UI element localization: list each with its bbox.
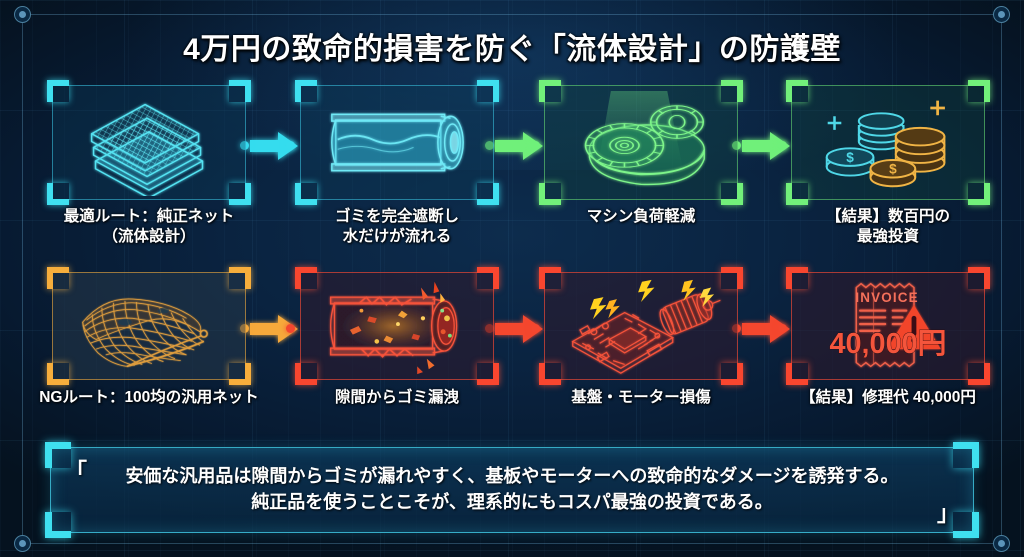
bracket-bl	[47, 183, 69, 205]
panel-repair-invoice[interactable]: INVOICE 40,000円 【結果】修理代 40,000円	[786, 267, 990, 406]
bracket-tl	[539, 267, 561, 289]
frame-line-bottom	[22, 543, 1002, 544]
bracket-tr	[721, 80, 743, 102]
connector-dot-d	[531, 141, 540, 150]
bracket-tr	[721, 267, 743, 289]
flow-arrow-3	[740, 129, 804, 163]
bracket-tr	[968, 80, 990, 102]
panel-caption: 基盤・モーター損傷	[571, 389, 711, 406]
close-quote: 」	[936, 501, 959, 526]
panel-clean-flow[interactable]: ゴミを完全遮断し 水だけが流れる	[295, 80, 499, 245]
fail-arrow-3	[740, 312, 804, 346]
connector-dot-l	[778, 324, 787, 333]
connector-dot-j	[531, 324, 540, 333]
leaking-debris-pipe-icon	[304, 276, 490, 376]
frame-line-right	[1001, 14, 1002, 544]
clean-water-pipe-icon	[304, 89, 490, 196]
corner-node-bottom-right	[993, 535, 1010, 552]
bracket-br	[229, 363, 251, 385]
connector-dot-e	[732, 141, 741, 150]
bracket-bl	[295, 183, 317, 205]
summary-bracket-bl	[45, 512, 71, 538]
frame-line-top	[22, 14, 1002, 15]
summary-bracket-tl	[45, 442, 71, 468]
connector-dot-b	[286, 141, 295, 150]
corner-node-bottom-left	[14, 535, 31, 552]
bracket-tr	[477, 80, 499, 102]
connector-dot-f	[778, 141, 787, 150]
open-quote: 「	[65, 459, 88, 484]
bracket-bl	[295, 363, 317, 385]
panel-caption: 隙間からゴミ漏洩	[334, 389, 459, 406]
gears-machine-icon	[548, 89, 734, 196]
page-title: 4万円の致命的損害を防ぐ「流体設計」の防護壁	[183, 33, 841, 66]
panel-optimal-net[interactable]: 最適ルート：純正ネット （流体設計）	[47, 80, 251, 245]
mesh-filter-stack-icon	[56, 89, 242, 196]
svg-text:$: $	[846, 150, 854, 165]
bracket-bl	[539, 183, 561, 205]
fail-arrow-1	[248, 312, 312, 346]
fail-arrow-2	[493, 312, 557, 346]
panel-debris-leak[interactable]: 隙間からゴミ漏洩	[295, 267, 499, 406]
panel-caption: ゴミを完全遮断し 水だけが流れる	[334, 208, 459, 245]
bracket-tr	[229, 80, 251, 102]
panel-machine-load[interactable]: マシン負荷軽減	[539, 80, 743, 225]
bracket-br	[721, 363, 743, 385]
coins-stack-icon: $	[795, 89, 981, 196]
invoice-header-text: INVOICE	[855, 290, 918, 305]
bracket-bl	[539, 363, 561, 385]
connector-dot-h	[286, 324, 295, 333]
bracket-br	[968, 183, 990, 205]
corner-node-top-left	[14, 6, 31, 23]
summary-bracket-tr	[953, 442, 979, 468]
connector-dot-c	[485, 141, 494, 150]
flow-arrow-1	[248, 129, 312, 163]
bracket-tl	[295, 80, 317, 102]
generic-net-wireframe-icon	[56, 276, 242, 376]
corner-node-top-right	[993, 6, 1010, 23]
connector-dot-a	[240, 141, 249, 150]
summary-text: 安価な汎用品は隙間からゴミが漏れやすく、基板やモーターへの致命的なダメージを誘発…	[77, 456, 947, 524]
summary-box: 「 」 安価な汎用品は隙間からゴミが漏れやすく、基板やモーターへの致命的なダメー…	[45, 442, 979, 538]
bracket-bl	[786, 363, 808, 385]
bracket-br	[229, 183, 251, 205]
bracket-tl	[786, 267, 808, 289]
frame-line-left	[22, 14, 23, 544]
bracket-tr	[477, 267, 499, 289]
panel-generic-net[interactable]: NGルート：100均の汎用ネット	[39, 267, 259, 406]
flow-arrow-2	[493, 129, 557, 163]
panel-best-investment[interactable]: $	[786, 80, 990, 245]
bracket-bl	[47, 363, 69, 385]
panel-caption: 【結果】修理代 40,000円	[800, 389, 976, 406]
panel-caption: NGルート：100均の汎用ネット	[39, 389, 259, 406]
bracket-tl	[295, 267, 317, 289]
bracket-bl	[786, 183, 808, 205]
panel-caption: マシン負荷軽減	[586, 208, 696, 225]
invoice-warning-icon: INVOICE 40,000円	[795, 276, 981, 376]
panel-caption: 最適ルート：純正ネット （流体設計）	[63, 208, 235, 245]
bracket-tl	[786, 80, 808, 102]
bracket-tr	[229, 267, 251, 289]
damaged-board-motor-icon	[548, 276, 734, 376]
bracket-br	[477, 363, 499, 385]
summary-line-2: 純正品を使うことこそが、理系的にもコスパ最強の投資である。	[251, 492, 773, 512]
summary-line-1: 安価な汎用品は隙間からゴミが漏れやすく、基板やモーターへの致命的なダメージを誘発…	[125, 466, 899, 487]
bracket-br	[477, 183, 499, 205]
bracket-br	[968, 363, 990, 385]
bracket-tl	[539, 80, 561, 102]
svg-text:$: $	[889, 162, 897, 177]
invoice-amount-text: 40,000円	[829, 328, 946, 360]
panel-board-motor-damage[interactable]: 基盤・モーター損傷	[539, 267, 743, 406]
bracket-tr	[968, 267, 990, 289]
bracket-tl	[47, 80, 69, 102]
panel-caption: 【結果】数百円の 最強投資	[825, 208, 950, 245]
summary-bracket-br	[953, 512, 979, 538]
bracket-br	[721, 183, 743, 205]
bracket-tl	[47, 267, 69, 289]
